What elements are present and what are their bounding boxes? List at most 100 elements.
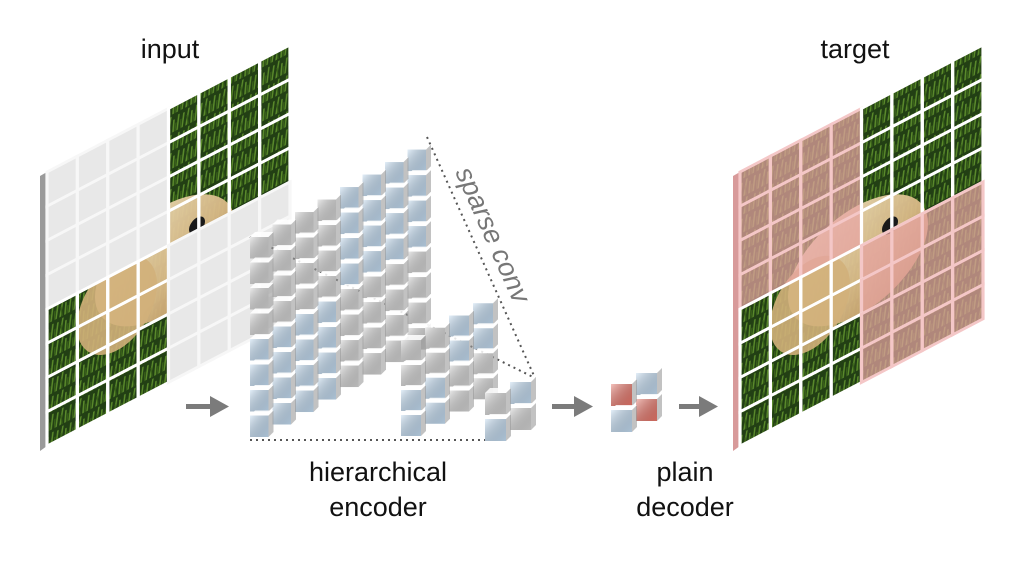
feature-cube <box>340 284 364 311</box>
feature-cube <box>401 410 426 436</box>
feature-cube <box>295 232 319 260</box>
feature-cube <box>485 414 511 441</box>
feature-cube <box>272 398 296 425</box>
feature-cube <box>407 297 431 325</box>
hierarchical-encoder-stack <box>249 136 536 441</box>
feature-cube <box>295 385 319 413</box>
feature-cube <box>250 232 274 259</box>
input-cells <box>45 42 292 449</box>
decoder-label-line2: decoder <box>636 492 734 522</box>
feature-cube <box>362 195 386 222</box>
feature-cube <box>407 170 431 197</box>
feature-cube <box>510 377 536 404</box>
encoder-layer-3 <box>485 377 536 441</box>
feature-cube <box>401 360 426 386</box>
feature-cube <box>385 208 409 235</box>
decoder-label-line1: plain <box>656 457 714 487</box>
feature-cube <box>250 410 274 437</box>
feature-cube <box>473 348 498 375</box>
grid-cell <box>951 282 985 338</box>
feature-cube <box>385 157 409 184</box>
feature-cube <box>636 368 662 395</box>
feature-cube <box>362 220 386 248</box>
feature-cube <box>449 310 474 337</box>
plain-decoder-block <box>611 368 662 432</box>
feature-cube <box>272 245 296 272</box>
feature-cube <box>272 321 296 349</box>
feature-cube <box>250 385 274 412</box>
feature-cube <box>401 335 426 361</box>
feature-cube <box>425 397 450 424</box>
feature-cube <box>473 323 498 350</box>
feature-cube <box>272 296 296 323</box>
feature-cube <box>250 308 274 335</box>
encoder-label-line2: encoder <box>329 492 427 522</box>
feature-cube <box>485 388 511 415</box>
feature-cube <box>295 360 319 387</box>
encoder-label-line1: hierarchical <box>308 457 448 487</box>
feature-cube <box>385 233 409 261</box>
target-label: target <box>820 34 890 64</box>
feature-cube <box>425 347 450 374</box>
feature-cube <box>340 309 364 337</box>
feature-cube <box>317 322 341 349</box>
feature-cube <box>407 221 431 248</box>
feature-cube <box>362 322 386 350</box>
feature-cube <box>340 233 364 260</box>
input-label: input <box>140 34 200 64</box>
feature-cube <box>449 385 474 412</box>
feature-cube <box>385 284 409 312</box>
feature-cube <box>250 334 274 361</box>
feature-cube <box>385 182 409 210</box>
feature-cube <box>250 359 274 386</box>
feature-cube <box>250 257 274 284</box>
feature-cube <box>317 271 341 298</box>
feature-cube <box>362 246 386 273</box>
feature-cube <box>401 385 426 411</box>
feature-cube <box>407 195 431 223</box>
feature-cube <box>362 348 386 375</box>
feature-cube <box>317 347 341 375</box>
target-cells <box>738 42 985 449</box>
input-image-grid <box>40 42 292 451</box>
arrow-right-icon <box>186 396 229 417</box>
feature-cube <box>295 207 319 234</box>
feature-cube <box>449 335 474 362</box>
feature-cube <box>340 207 364 235</box>
feature-cube <box>295 283 319 311</box>
feature-cube <box>250 283 274 310</box>
feature-cube <box>317 373 341 400</box>
feature-cube <box>425 322 450 349</box>
feature-cube <box>385 259 409 286</box>
feature-cube <box>295 309 319 336</box>
feature-cube <box>449 360 474 387</box>
feature-cube <box>473 298 498 325</box>
feature-cube <box>340 335 364 362</box>
feature-cube <box>317 220 341 247</box>
feature-cube <box>317 245 341 273</box>
feature-cube <box>317 296 341 324</box>
feature-cube <box>272 372 296 400</box>
feature-cube <box>510 403 536 430</box>
feature-cube <box>407 246 431 274</box>
feature-cube <box>611 379 637 406</box>
feature-cube <box>362 271 386 299</box>
arrow-right-icon <box>679 396 718 417</box>
feature-cube <box>362 169 386 197</box>
encoder-layer-2 <box>401 298 498 436</box>
feature-cube <box>385 310 409 337</box>
feature-cube <box>317 194 341 222</box>
feature-cube <box>611 405 637 432</box>
feature-cube <box>407 272 431 299</box>
feature-cube <box>272 219 296 247</box>
feature-cube <box>272 347 296 374</box>
feature-cube <box>295 258 319 285</box>
feature-cube <box>425 372 450 399</box>
feature-cube <box>272 270 296 298</box>
feature-cube <box>340 360 364 388</box>
feature-cube <box>362 297 386 324</box>
feature-cube <box>340 182 364 209</box>
feature-cube <box>295 334 319 362</box>
feature-cube <box>407 144 431 172</box>
